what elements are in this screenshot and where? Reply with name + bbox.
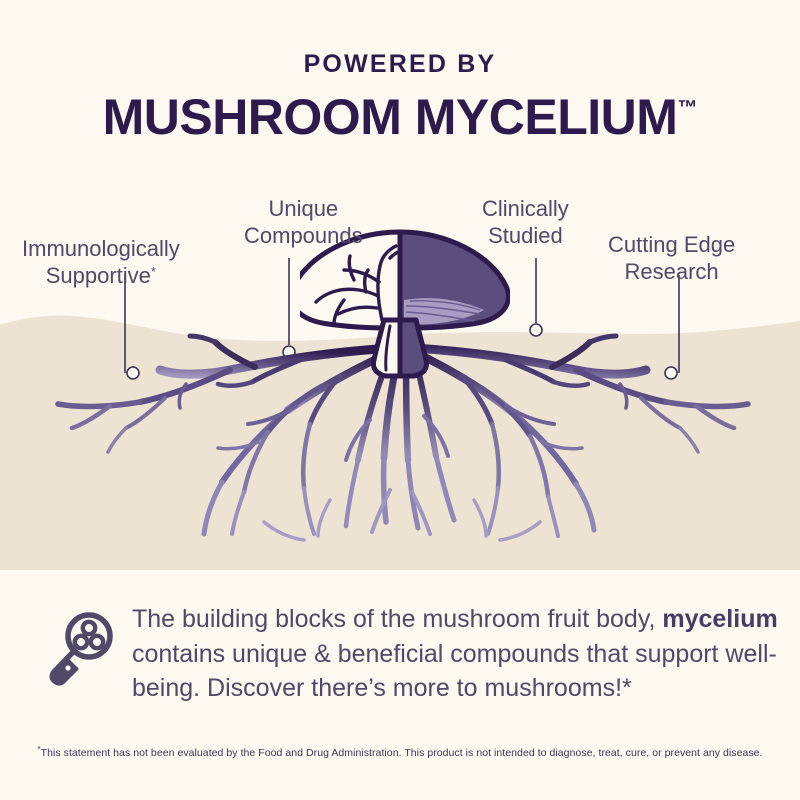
callout-line2: Compounds [244, 222, 363, 248]
leader-lines [124, 258, 680, 380]
mushroom-figure [300, 229, 510, 379]
summary-text: The building blocks of the mushroom frui… [132, 602, 792, 706]
headline-text: MUSHROOM MYCELIUM [102, 89, 678, 145]
stem-inner-lines [384, 324, 392, 372]
callout-line1: Clinically [482, 196, 569, 221]
illustration-svg [0, 229, 800, 570]
callout-clinically-studied: Clinically Studied [482, 196, 569, 250]
callout-line2: Supportive* [45, 262, 156, 288]
leader-dot-clinically [529, 323, 543, 337]
summary-band: The building blocks of the mushroom frui… [0, 600, 800, 710]
header: POWERED BY MUSHROOM MYCELIUM™ [0, 50, 800, 143]
summary-text-part2: contains unique & beneficial compounds t… [132, 639, 777, 703]
magnifier-molecule-icon [42, 608, 120, 691]
leader-dot-immunologically [126, 366, 140, 380]
summary-keyword: mycelium [662, 605, 778, 633]
stem-right [397, 317, 429, 379]
callout-unique-compounds: Unique Compounds [244, 196, 363, 250]
cap-left-outline [300, 229, 400, 331]
callout-line2: Research [624, 258, 719, 284]
page-title: MUSHROOM MYCELIUM™ [0, 92, 800, 142]
callout-footnote-marker: * [150, 263, 156, 279]
gill-lines [405, 300, 481, 322]
disclaimer-marker: * [37, 745, 41, 754]
callout-line2: Studied [488, 222, 563, 248]
eyebrow-text: POWERED BY [303, 50, 497, 78]
callout-cutting-edge-research: Cutting Edge Research [608, 232, 735, 286]
leader-dot-cutting [664, 366, 678, 380]
callout-line1: Immunologically [22, 236, 180, 261]
summary-text-part1: The building blocks of the mushroom frui… [132, 605, 663, 633]
cap-gills [404, 298, 484, 325]
callout-line1: Cutting Edge [608, 232, 736, 257]
trademark-symbol: ™ [677, 97, 698, 119]
internal-branching [314, 244, 400, 326]
callout-line1: Unique [268, 196, 339, 221]
disclaimer-text: This statement has not been evaluated by… [40, 747, 763, 759]
mushroom-illustration [0, 170, 800, 570]
callout-immunologically: Immunologically Supportive* [22, 236, 180, 290]
legal-disclaimer: *This statement has not been evaluated b… [0, 745, 800, 759]
